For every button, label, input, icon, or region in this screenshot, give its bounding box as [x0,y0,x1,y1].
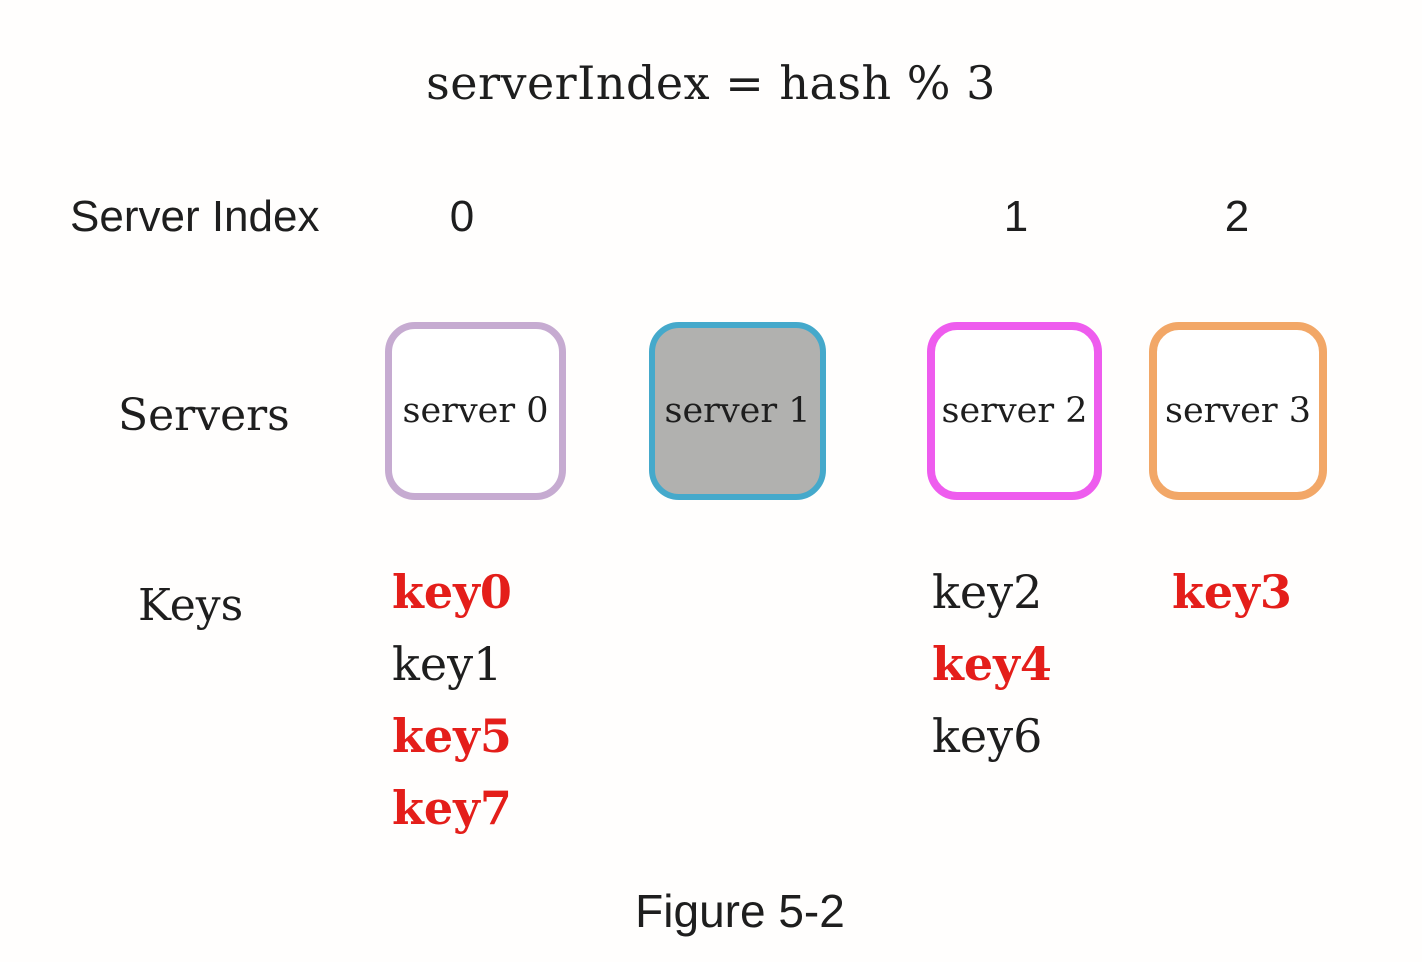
server-index-value-0: 0 [449,192,475,241]
figure-caption: Figure 5-2 [635,885,845,937]
server-box-2-label: server 2 [941,391,1088,431]
server-box-2: server 2 [927,322,1102,500]
key-item-key2: key2 [932,565,1043,619]
server-index-value-2: 2 [1224,192,1250,241]
key-column-server2: key2 key4 key6 [932,556,1052,772]
row-label-keys: Keys [138,580,244,631]
row-label-servers: Servers [118,390,290,441]
key-item-key3: key3 [1172,565,1292,619]
key-item-key4: key4 [932,637,1052,691]
figure-title: serverIndex = hash % 3 [426,56,996,110]
key-column-server0: key0 key1 key5 key7 [392,556,512,844]
row-label-server-index: Server Index [70,192,320,241]
server-box-0: server 0 [385,322,566,500]
key-item-key7: key7 [392,781,512,835]
server-box-1: server 1 [649,322,826,500]
server-box-3: server 3 [1149,322,1327,500]
server-box-0-label: server 0 [402,391,549,431]
server-box-1-label: server 1 [664,391,811,431]
server-index-value-1: 1 [1003,192,1029,241]
key-column-server3: key3 [1172,556,1292,628]
key-item-key5: key5 [392,709,512,763]
key-item-key1: key1 [392,637,503,691]
server-box-3-label: server 3 [1164,391,1311,431]
key-item-key6: key6 [932,709,1043,763]
key-item-key0: key0 [392,565,512,619]
